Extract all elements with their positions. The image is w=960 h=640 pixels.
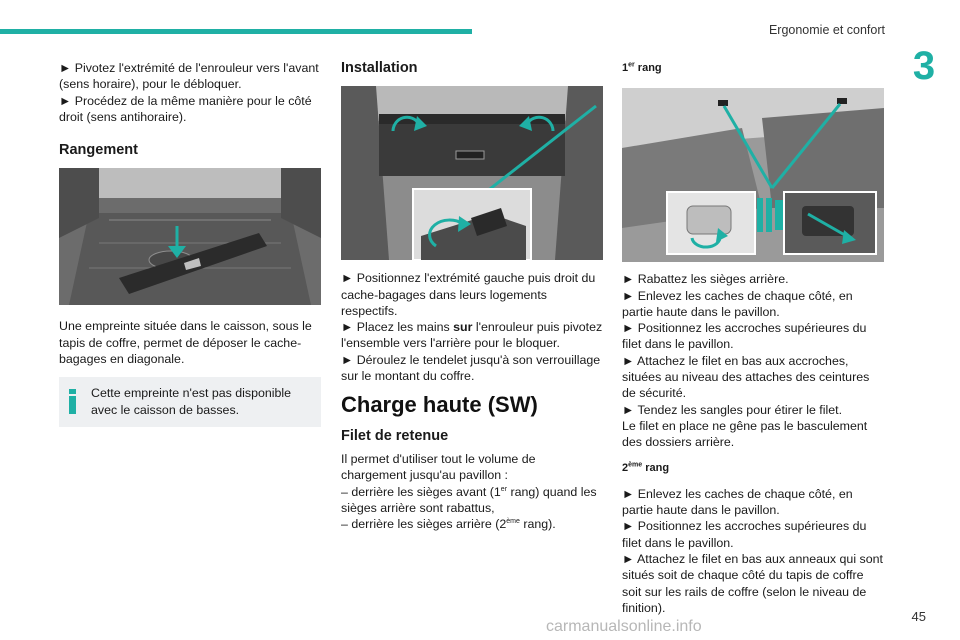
heading-rangement: Rangement [59, 142, 138, 159]
heading-1er-rang: 1er rang [622, 60, 886, 76]
column-1: ► Pivotez l'extrémité de l'enrouleur ver… [59, 60, 321, 427]
row1-step-5: ► Tendez les sangles pour étirer le file… [622, 402, 843, 417]
row2-sup: ème [628, 460, 643, 468]
page-number: 45 [911, 609, 926, 624]
filet-item-2-a: – derrière les sièges arrière (2 [341, 517, 507, 532]
info-note: Cette empreinte n'est pas disponible ave… [59, 377, 321, 427]
step-rotate-right: ► Procédez de la même manière pour le cô… [59, 93, 312, 124]
row2-step-2: ► Positionnez les accroches supérieures … [622, 519, 867, 550]
filet-item-2: – derrière les sièges arrière (2ème rang… [341, 516, 603, 532]
installation-image [341, 86, 603, 261]
step-rotate-left: ► Pivotez l'extrémité de l'enrouleur ver… [59, 61, 319, 92]
install-step-2-bold: sur [453, 320, 473, 335]
row1-word: rang [634, 62, 662, 74]
row1-sup: er [628, 61, 635, 69]
filet-item-2-b: rang). [519, 517, 556, 532]
row1-step-3: ► Positionnez les accroches supérieures … [622, 321, 867, 352]
filet-item-1-sup: er [500, 485, 508, 493]
section-charge-haute: Charge haute (SW) [341, 392, 538, 418]
row1-note: Le filet en place ne gêne pas le bascule… [622, 418, 868, 450]
row2-step-3: ► Attachez le filet en bas aux anneaux q… [622, 552, 883, 615]
row1-step-1: ► Rabattez les sièges arrière. [622, 272, 789, 287]
info-icon [67, 385, 81, 418]
section-title: Ergonomie et confort [768, 23, 885, 37]
header-accent-bar [0, 29, 472, 34]
filet-item-2-sup: ème [506, 518, 520, 526]
chapter-number: 3 [912, 44, 936, 88]
row1-step-4: ► Attachez le filet en bas aux accroches… [622, 353, 870, 401]
filet-item-1-b: rang) quand les sièges arrière sont raba… [341, 484, 597, 515]
net-installation-image [622, 88, 884, 263]
row2-num: 2 [622, 461, 629, 474]
filet-item-1-a: – derrière les sièges avant (1 [341, 484, 501, 499]
watermark: carmanualsonline.info [546, 618, 702, 635]
row2-word: rang [642, 461, 670, 474]
install-step-2-end: l'enrouleur puis pivotez l'ensemble vers… [341, 320, 603, 351]
heading-installation: Installation [341, 60, 418, 76]
column-2: Installation ► Positionnez l'extrémité g… [341, 60, 603, 532]
rangement-paragraph: Une empreinte située dans le caisson, so… [59, 319, 312, 367]
install-step-2: ► Placez les mains sur l'enrouleur puis … [341, 319, 603, 352]
filet-intro: Il permet d'utiliser tout le volume de c… [341, 451, 536, 483]
storage-image [59, 168, 321, 306]
heading-filet-retenue: Filet de retenue [341, 427, 449, 444]
row1-step-2: ► Enlevez les caches de chaque côté, en … [622, 288, 853, 319]
row1-num: 1 [622, 62, 629, 74]
heading-2eme-rang: 2ème rang [622, 460, 886, 476]
filet-item-1: – derrière les sièges avant (1er rang) q… [341, 484, 603, 517]
install-step-3: ► Déroulez le tendelet jusqu'à son verro… [341, 352, 601, 384]
column-3: 1er rang ► Rabattez les sièges arrière. … [622, 60, 886, 616]
info-note-text: Cette empreinte n'est pas disponible ave… [91, 386, 292, 417]
row2-step-1: ► Enlevez les caches de chaque côté, en … [622, 486, 853, 518]
install-step-1: ► Positionnez l'extrémité gauche puis dr… [341, 271, 596, 318]
install-step-2-start: ► Placez les mains [341, 320, 454, 335]
